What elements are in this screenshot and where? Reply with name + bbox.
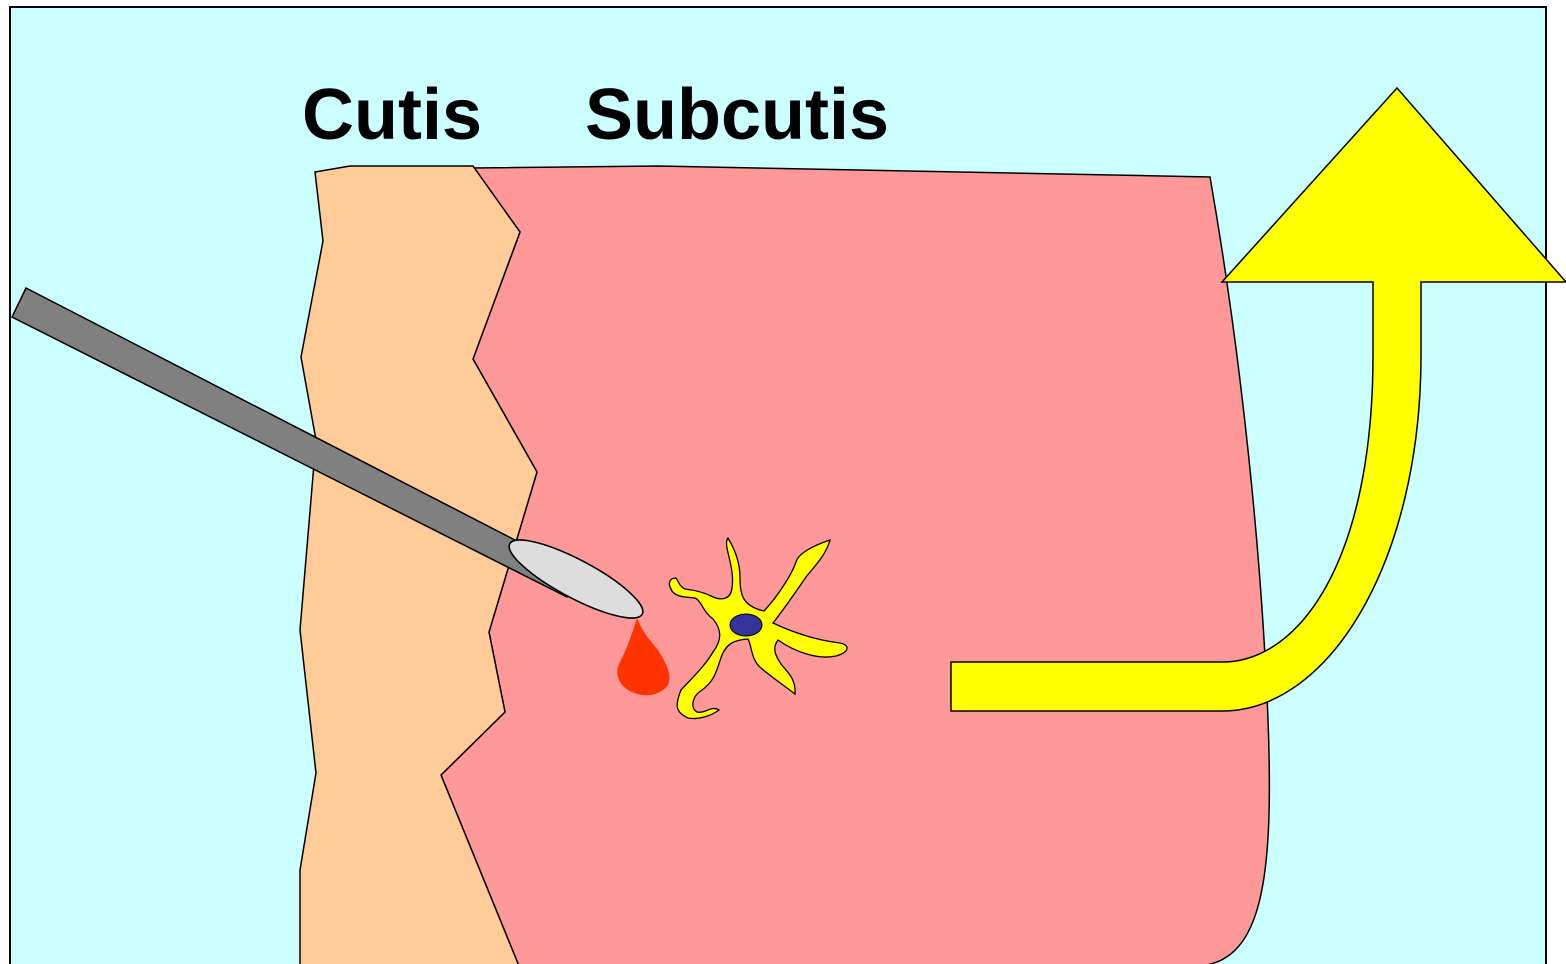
subcutis-label: Subcutis bbox=[585, 72, 889, 158]
cell-nucleus bbox=[730, 614, 762, 636]
cutis-label: Cutis bbox=[302, 72, 482, 158]
